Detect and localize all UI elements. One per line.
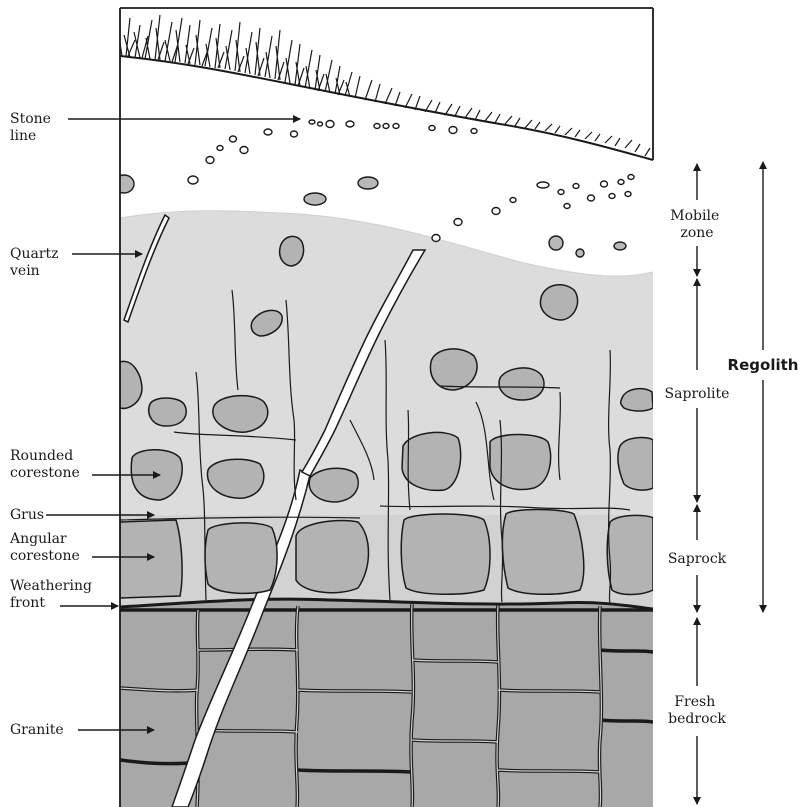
label-stone-line: Stone line (10, 111, 55, 144)
label-saprock: Saprock (668, 551, 727, 567)
label-mobile-zone: Mobile zone (670, 208, 723, 241)
label-granite: Granite (10, 722, 64, 738)
zone-labels: Mobile zone Saprolite Saprock Fresh bedr… (665, 208, 799, 727)
label-rounded-corestone: Rounded corestone (10, 448, 80, 481)
label-fresh-bedrock: Fresh bedrock (668, 694, 726, 727)
label-saprolite: Saprolite (665, 386, 730, 402)
label-angular-corestone: Angular corestone (9, 531, 80, 564)
label-regolith: Regolith (728, 356, 799, 374)
label-quartz-vein: Quartz vein (9, 246, 63, 279)
label-grus: Grus (10, 507, 44, 523)
cross-section (114, 15, 653, 807)
